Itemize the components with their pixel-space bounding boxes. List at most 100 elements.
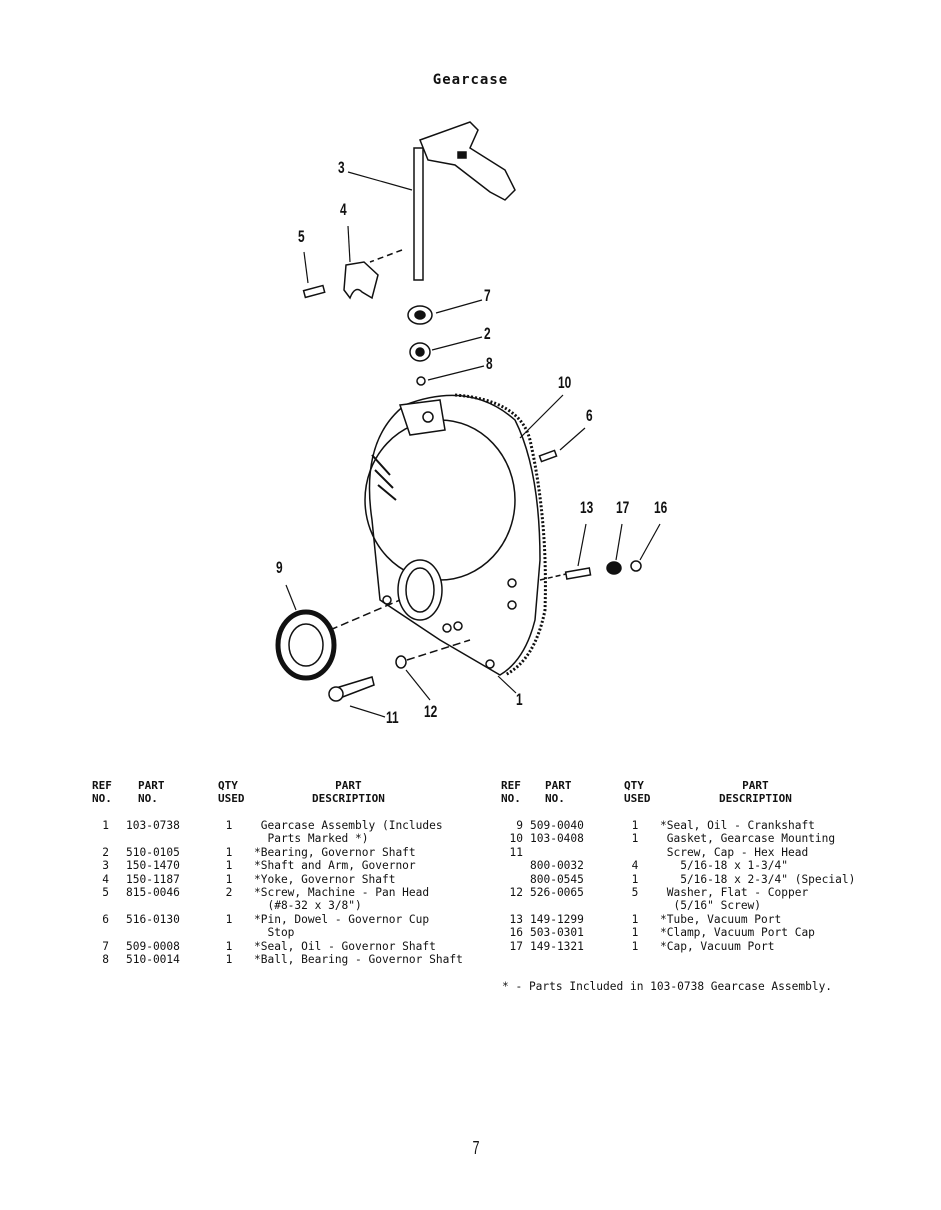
table-row: (5/16" Screw) [500,899,900,912]
cell-part: 103-0408 [530,832,584,846]
page-title: Gearcase [432,72,509,88]
callout-label: 11 [386,708,399,727]
gearcase-exploded-diagram [275,121,661,718]
left-header-part: PART NO. [138,779,165,805]
cell-desc: 5/16-18 x 1-3/4" [660,859,788,873]
cell-part: 516-0130 [126,912,180,926]
cell-desc: Washer, Flat - Copper [660,885,809,899]
cell-qty: 1 [225,939,233,953]
cell-desc: (#8-32 x 3/8") [254,899,362,913]
vacuum-port-cap [606,561,622,575]
callout-label: 9 [276,558,283,577]
cell-part: 510-0105 [126,845,180,859]
cell-part: 149-1299 [530,912,584,926]
cell-qty: 1 [631,926,639,940]
callout-label: 5 [298,227,305,246]
cell-part: 800-0545 [530,872,584,886]
callout-label: 1 [516,690,523,709]
cell-qty: 1 [631,819,639,832]
ball [416,376,426,386]
callout-label: 16 [654,498,668,517]
cell-desc: Screw, Cap - Hex Head [660,845,809,859]
yoke [343,261,379,300]
callout-label: 4 [340,200,347,219]
table-row: 800-0032 4 5/16-18 x 1-3/4" [500,859,900,872]
right-header-desc: PART DESCRIPTION [719,779,792,805]
cell-desc: (5/16" Screw) [660,899,762,913]
cell-desc: Parts Marked *) [254,832,369,846]
cell-ref: 5 [102,885,109,899]
cell-ref: 12 [509,885,523,899]
callout-label: 2 [484,324,491,343]
screw [302,284,326,299]
cell-ref: 16 [509,926,523,940]
cell-part: 815-0046 [126,885,180,899]
cell-part: 150-1470 [126,859,180,873]
cell-desc: *Seal, Oil - Governor Shaft [254,939,436,953]
table-row: Stop [92,926,492,939]
cell-desc: *Cap, Vacuum Port [660,939,775,953]
cell-qty: 5 [631,885,639,899]
callout-label: 10 [558,373,572,392]
cell-ref: 11 [509,845,523,859]
cell-part: 103-0738 [126,819,180,832]
left-header-desc: PART DESCRIPTION [312,779,385,805]
cell-ref: 9 [516,819,523,832]
left-header-qty: QTY USED [218,779,245,805]
parts-table-left: 1 103-0738 1 Gearcase Assembly (Includes P… [92,819,492,966]
cell-part: 509-0008 [126,939,180,953]
callout-label: 8 [486,354,493,373]
cell-desc: Gearcase Assembly (Includes [254,819,443,832]
right-header-part: PART NO. [545,779,572,805]
cell-ref: 3 [102,859,109,873]
callout-label: 12 [424,702,438,721]
cell-desc: 5/16-18 x 2-3/4" (Special) [660,872,856,886]
cell-ref: 10 [509,832,523,846]
cell-desc: Stop [254,926,295,940]
cell-desc: *Screw, Machine - Pan Head [254,885,430,899]
cell-qty: 1 [225,872,233,886]
cell-ref: 2 [102,845,109,859]
cell-qty: 1 [225,952,233,966]
callout-label: 17 [616,498,630,517]
cell-desc: *Bearing, Governor Shaft [254,845,416,859]
page-number: 7 [472,1138,480,1158]
vacuum-port-tube [564,567,592,580]
gearcase-body [364,393,547,677]
cell-qty: 1 [631,912,639,926]
cell-ref: 6 [102,912,109,926]
left-header-ref: REF NO. [92,779,112,805]
cell-qty: 4 [631,859,639,873]
vacuum-port-clamp [630,560,642,572]
callout-label: 6 [586,406,593,425]
cell-desc: *Seal, Oil - Crankshaft [660,819,815,832]
dowel-pin [538,449,558,463]
cell-part: 800-0032 [530,859,584,873]
table-row: (#8-32 x 3/8") [92,899,492,912]
cell-qty: 1 [631,939,639,953]
cell-part: 149-1321 [530,939,584,953]
cell-qty: 1 [631,832,639,846]
callout-label: 3 [338,158,345,177]
callout-label: 7 [484,286,491,305]
cell-ref: 4 [102,872,109,886]
footnote: * - Parts Included in 103-0738 Gearcase … [502,980,833,993]
cell-desc: *Yoke, Governor Shaft [254,872,396,886]
cell-qty: 1 [225,819,233,832]
right-header-ref: REF NO. [501,779,521,805]
cell-desc: *Ball, Bearing - Governor Shaft [254,952,463,966]
